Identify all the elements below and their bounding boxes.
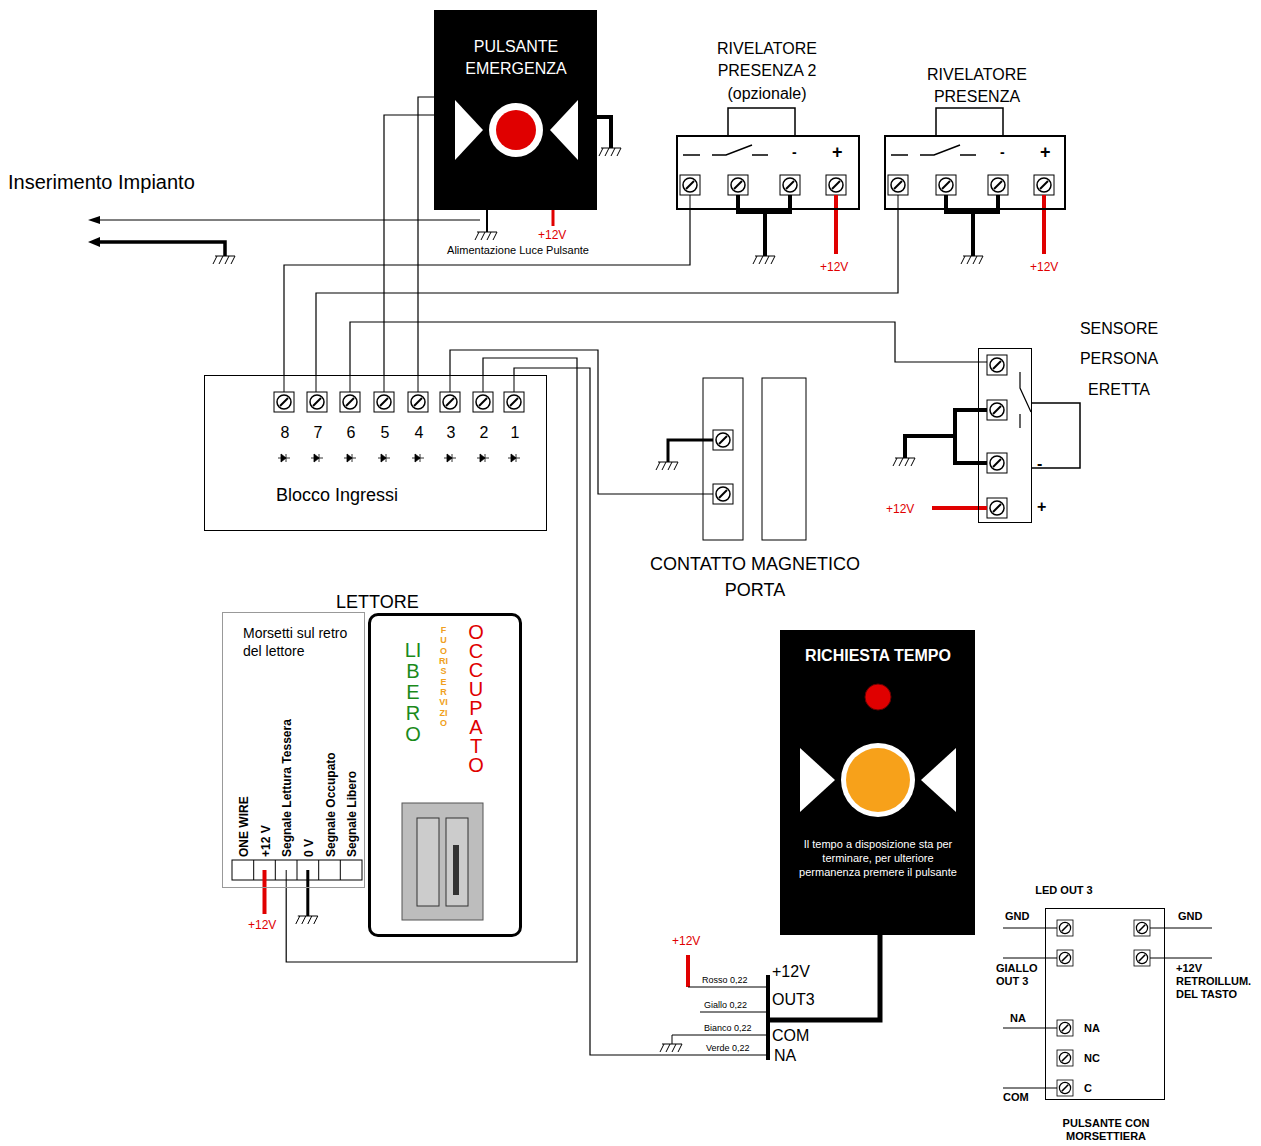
instruction-text: Il tempo a disposizione sta per terminar… bbox=[794, 838, 962, 879]
terminal-number: 4 bbox=[415, 423, 424, 442]
terminal-name: NA bbox=[1084, 1022, 1100, 1035]
terminal-number: 2 bbox=[480, 423, 489, 442]
button-panel: PULSANTE EMERGENZA bbox=[434, 10, 597, 210]
terminal-number: 8 bbox=[281, 423, 290, 442]
signal-name: COM bbox=[772, 1026, 809, 1045]
status-text: OCCUPATO bbox=[466, 623, 486, 775]
voltage-label: +12V bbox=[820, 260, 848, 274]
terminal-number: 7 bbox=[314, 423, 323, 442]
voltage-label: +12V bbox=[248, 918, 276, 932]
device-box: 8 7 6 5 4 3 2 1Blocco Ingressi bbox=[204, 375, 547, 531]
note-text: Alimentazione Luce Pulsante bbox=[433, 244, 603, 257]
terminal-sign: + bbox=[832, 142, 843, 164]
pin-name: Segnale Occupato bbox=[324, 752, 338, 857]
wire bbox=[418, 97, 434, 375]
device-title: RIVELATORE PRESENZA 2 (opzionale) bbox=[682, 38, 852, 105]
wire-color: Rosso 0,22 bbox=[702, 975, 748, 986]
status-text: LIBERO bbox=[403, 640, 423, 745]
note-text: Morsetti sul retro del lettore bbox=[243, 624, 359, 660]
block-title: PULSANTE CON MORSETTIERA bbox=[1044, 1117, 1168, 1143]
wire-color: Giallo 0,22 bbox=[704, 1000, 747, 1011]
card-slot bbox=[402, 803, 483, 920]
pin-name: +12 V bbox=[259, 825, 273, 857]
status-text: FUORI SERVIZIO bbox=[439, 625, 448, 728]
reader-title: LETTORE bbox=[336, 592, 419, 614]
pin-name: COM bbox=[1003, 1091, 1029, 1104]
wire bbox=[286, 358, 577, 962]
upright-sensor bbox=[893, 355, 1080, 518]
wire bbox=[384, 115, 434, 375]
input-block bbox=[274, 375, 524, 462]
terminal-number: 6 bbox=[347, 423, 356, 442]
pin-name: Segnale Libero bbox=[345, 771, 359, 857]
wire bbox=[514, 368, 880, 1055]
button-title: PULSANTE EMERGENZA bbox=[446, 36, 586, 79]
pin-name: GND bbox=[1005, 910, 1029, 923]
inserimento-wires bbox=[88, 216, 480, 264]
button-panel: RICHIESTA TEMPO Il tempo a disposizione s… bbox=[780, 630, 975, 935]
signal-name: OUT3 bbox=[772, 990, 815, 1009]
wire-color: Bianco 0,22 bbox=[704, 1023, 752, 1034]
terminal-sign: + bbox=[1037, 497, 1046, 516]
contact-title: CONTATTO MAGNETICO PORTA bbox=[640, 551, 870, 603]
magnetic-contact bbox=[656, 378, 806, 540]
pin-name: +12V RETROILLUM. DEL TASTO bbox=[1176, 962, 1258, 1002]
signal-name: NA bbox=[774, 1046, 796, 1065]
button-terminal-block bbox=[1003, 920, 1212, 1096]
terminal-number: 1 bbox=[511, 423, 520, 442]
presence-detector bbox=[888, 108, 1054, 264]
pin-name: 0 V bbox=[302, 839, 316, 857]
device-box: LED OUT 3NANCCPULSANTE CON MORSETTIERA bbox=[1045, 908, 1165, 1100]
wire-color: Verde 0,22 bbox=[706, 1043, 750, 1054]
note-text: Inserimento Impianto bbox=[8, 170, 195, 194]
voltage-label: +12V bbox=[538, 228, 566, 242]
wire bbox=[316, 210, 898, 375]
button-title: RICHIESTA TEMPO bbox=[805, 646, 951, 665]
terminal-sign: - bbox=[1037, 454, 1042, 473]
time-request-button bbox=[660, 630, 975, 1060]
presence-detector-2 bbox=[680, 108, 846, 264]
pin-name: GND bbox=[1178, 910, 1202, 923]
terminal-number: 3 bbox=[447, 423, 456, 442]
voltage-label: +12V bbox=[886, 502, 914, 516]
terminal-sign: + bbox=[1040, 142, 1051, 164]
block-title: LED OUT 3 bbox=[1035, 884, 1092, 897]
terminal-number: 5 bbox=[381, 423, 390, 442]
device-box: Morsetti sul retro del lettoreONE WIRE +1… bbox=[222, 612, 365, 888]
block-title: Blocco Ingressi bbox=[276, 485, 398, 507]
reader-terminals bbox=[232, 860, 362, 924]
pin-name: NA bbox=[1010, 1012, 1026, 1025]
voltage-label: +12V bbox=[672, 934, 700, 948]
device-box: LETTORELIBEROFUORI SERVIZIOOCCUPATO bbox=[368, 613, 522, 937]
terminal-sign: - bbox=[792, 144, 797, 161]
wire bbox=[350, 322, 978, 375]
signal-name: +12V bbox=[772, 962, 810, 981]
pin-name: ONE WIRE bbox=[237, 796, 251, 857]
device-box: CONTATTO MAGNETICO PORTA bbox=[703, 378, 806, 540]
emergency-button bbox=[434, 10, 621, 240]
terminal-name: C bbox=[1084, 1082, 1092, 1095]
voltage-label: +12V bbox=[1030, 260, 1058, 274]
device-box: RIVELATORE PRESENZA 2 (opzionale)-+ bbox=[676, 135, 860, 210]
device-title: RIVELATORE PRESENZA bbox=[902, 64, 1052, 109]
device-box: SENSORE PERSONA ERETTA-+ bbox=[978, 348, 1032, 523]
terminal-name: NC bbox=[1084, 1052, 1100, 1065]
pin-name: GIALLO OUT 3 bbox=[996, 962, 1042, 988]
device-box: RIVELATORE PRESENZA-+ bbox=[884, 135, 1066, 210]
pin-name: Segnale Lettura Tessera bbox=[280, 719, 294, 857]
sensor-title: SENSORE PERSONA ERETTA bbox=[1069, 314, 1169, 405]
terminal-sign: - bbox=[1000, 144, 1005, 161]
